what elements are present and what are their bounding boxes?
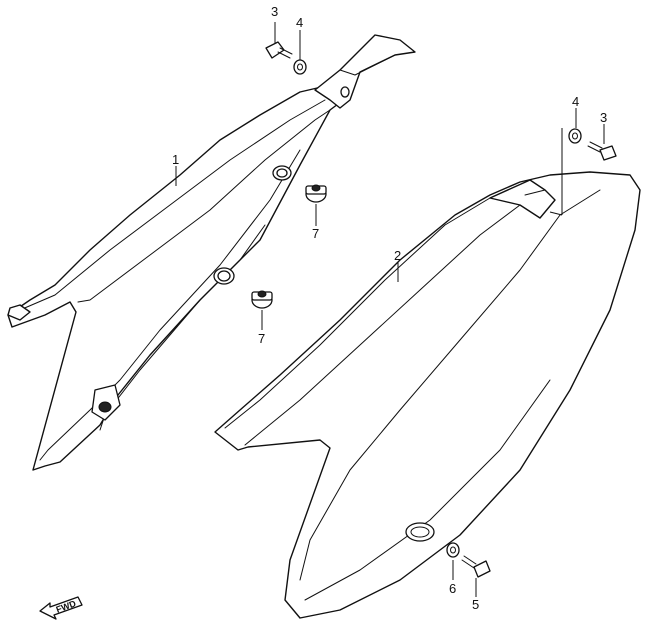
callout-4-top: 4 <box>296 15 303 30</box>
fwd-arrow-icon: FWD <box>39 596 83 620</box>
frame-cover-part-1 <box>7 34 416 471</box>
callout-3-top: 3 <box>271 4 278 19</box>
callout-4-right: 4 <box>572 94 579 109</box>
callout-6: 6 <box>449 581 456 596</box>
fwd-label: FWD <box>55 598 78 615</box>
callout-7-lower: 7 <box>258 331 265 346</box>
washer-part-4-right <box>568 128 582 144</box>
callout-1: 1 <box>172 152 179 167</box>
washer-part-6 <box>446 542 460 558</box>
grommet-part-7-lower <box>251 290 273 309</box>
callout-3-right: 3 <box>600 110 607 125</box>
bolt-part-3-right <box>587 141 617 161</box>
bolt-part-5 <box>461 555 491 578</box>
washer-part-4-top <box>293 59 307 75</box>
grommet-part-7-upper <box>305 184 327 203</box>
callout-2: 2 <box>394 248 401 263</box>
callout-7-upper: 7 <box>312 226 319 241</box>
bolt-part-3-top <box>265 41 293 59</box>
callout-5: 5 <box>472 597 479 612</box>
side-cover-part-2 <box>214 171 641 619</box>
leader-lines <box>175 22 605 597</box>
